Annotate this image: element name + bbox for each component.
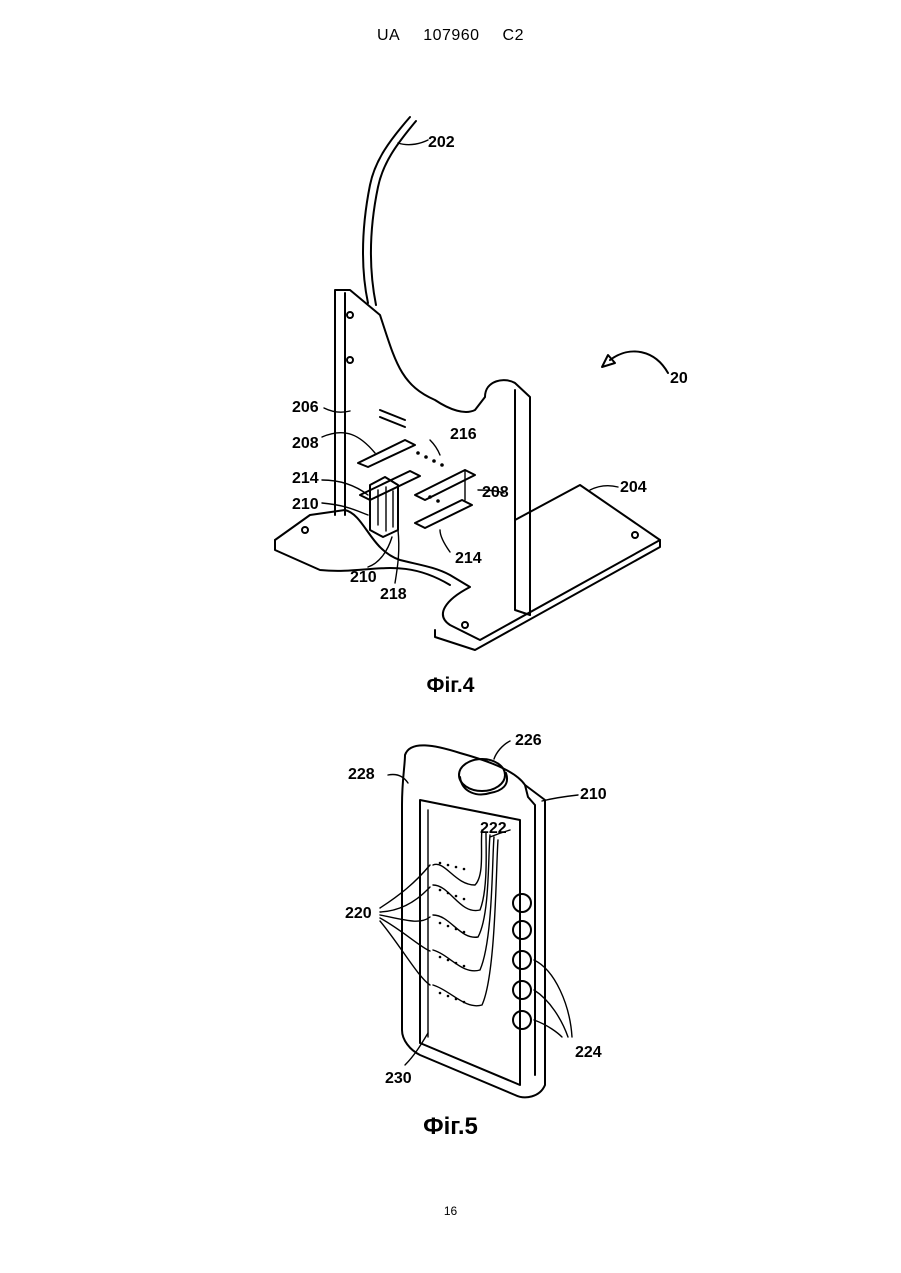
figure-5-caption: Фіг.5 — [0, 1113, 901, 1141]
label-210-bottom: 210 — [350, 569, 377, 586]
label-228: 228 — [348, 766, 375, 783]
label-222: 222 — [480, 820, 507, 837]
label-208-left: 208 — [292, 435, 319, 452]
figure-5-svg: 226 228 210 222 220 224 230 — [310, 715, 640, 1115]
label-204: 204 — [620, 479, 647, 496]
label-206: 206 — [292, 399, 319, 416]
patent-number: 107960 — [423, 27, 479, 45]
label-218: 218 — [380, 586, 407, 603]
figure-4-caption: Фіг.4 — [0, 674, 901, 698]
figure-4-svg: 202 20 206 208 216 214 208 204 210 214 2… — [250, 105, 700, 665]
label-216: 216 — [450, 426, 477, 443]
label-224: 224 — [575, 1044, 602, 1061]
figure-5-drawing: 226 228 210 222 220 224 230 — [310, 715, 640, 1115]
label-202: 202 — [428, 134, 455, 151]
label-210-left: 210 — [292, 496, 319, 513]
label-214-left: 214 — [292, 470, 319, 487]
label-214-bottom: 214 — [455, 550, 482, 567]
patent-header: UA 107960 C2 — [0, 27, 901, 45]
label-20: 20 — [670, 370, 688, 387]
label-220: 220 — [345, 905, 372, 922]
page-number: 16 — [0, 1204, 901, 1218]
label-230: 230 — [385, 1070, 412, 1087]
label-208-right: 208 — [482, 484, 509, 501]
document-kind: C2 — [503, 27, 524, 45]
figure-4-drawing: 202 20 206 208 216 214 208 204 210 214 2… — [250, 105, 700, 665]
label-210: 210 — [580, 786, 607, 803]
label-226: 226 — [515, 732, 542, 749]
country-code: UA — [377, 27, 400, 45]
